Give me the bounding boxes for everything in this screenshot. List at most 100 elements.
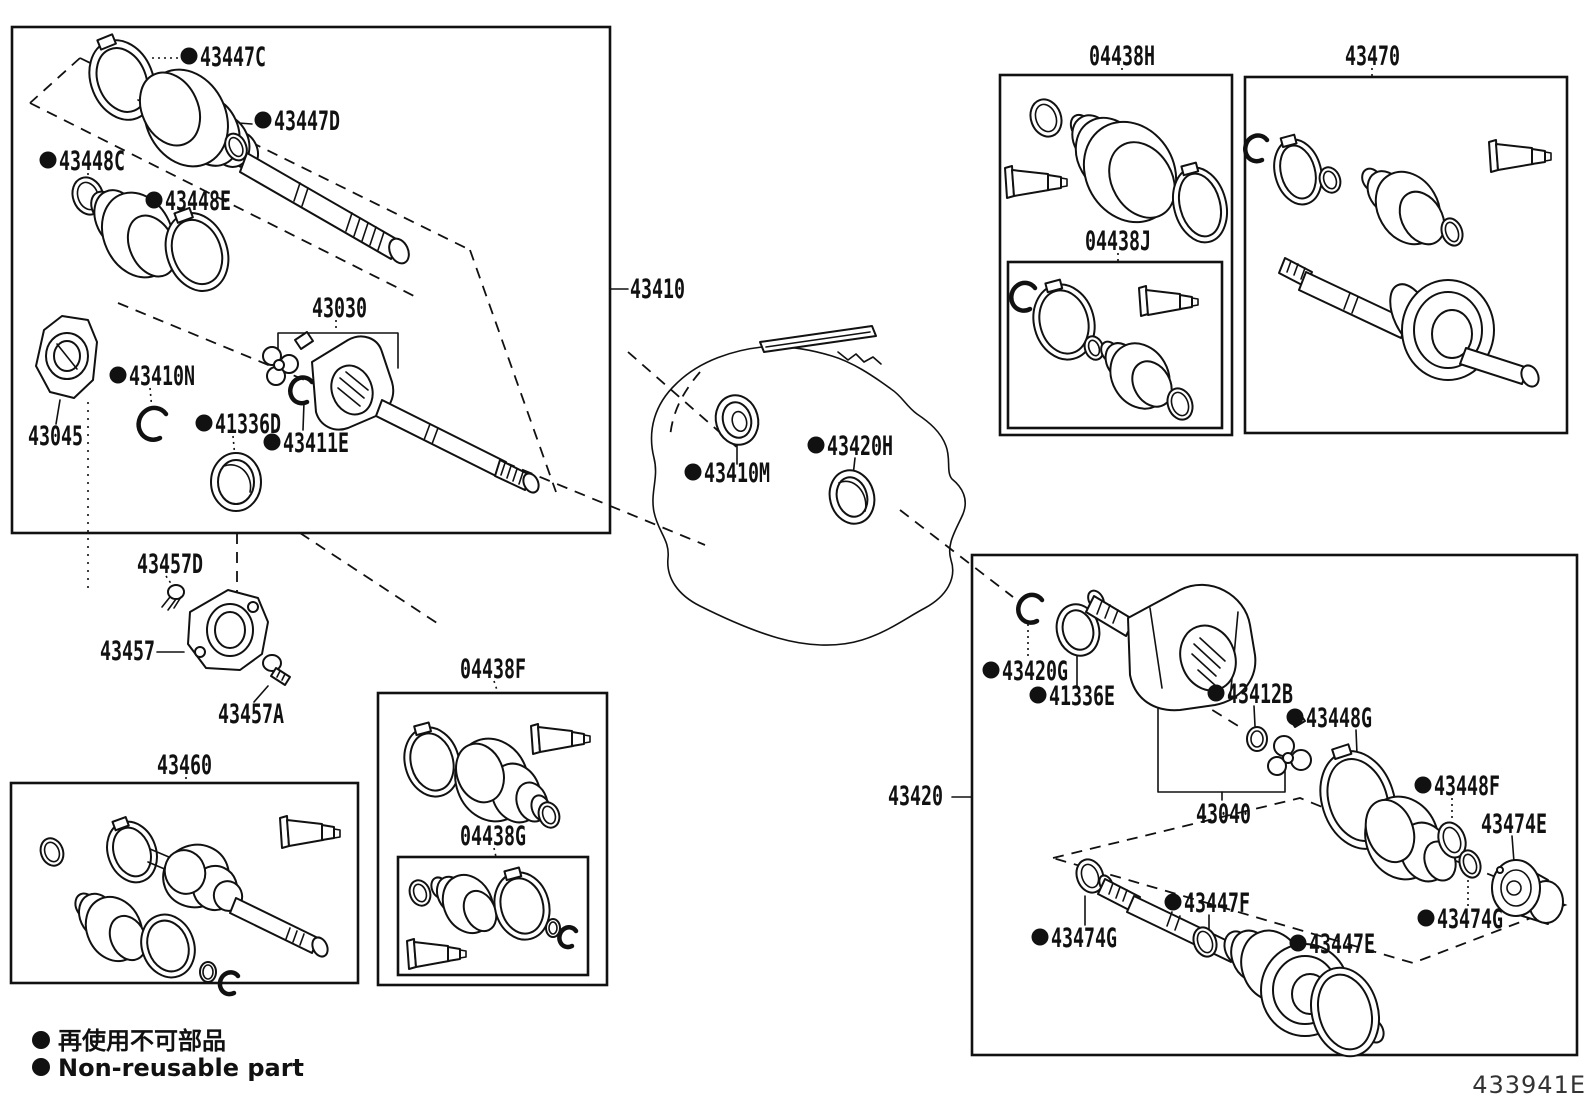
- part-number-text: 43040: [1196, 799, 1251, 830]
- part-number-text: 43457: [100, 636, 155, 667]
- part-label-43412B: 43412B: [1207, 679, 1293, 710]
- inboard-joint-icon: [311, 335, 540, 494]
- non-reusable-bullet-icon: [1289, 934, 1307, 952]
- non-reusable-bullet-icon: [1207, 684, 1225, 702]
- kit-boxes: [9, 25, 1579, 1057]
- small-clamp-icon: [1075, 858, 1105, 894]
- part-label-43045: 43045: [28, 421, 83, 452]
- part-number-text: 43448F: [1434, 771, 1500, 802]
- part-label-43410N: 43410N: [109, 361, 195, 392]
- part-number-text: 04438F: [460, 654, 526, 685]
- part-labels: 43447C43447D43448C43448E4303043410N41336…: [28, 41, 1547, 960]
- part-label-43447C: 43447C: [180, 42, 266, 73]
- boot-icon: [1069, 113, 1178, 224]
- outboard-joint-shaft-icon: [1278, 257, 1540, 388]
- snap-ring-icon: [557, 925, 579, 950]
- box-04438F: [376, 691, 609, 987]
- small-ring-icon: [1318, 166, 1342, 194]
- non-reusable-bullet-icon: [263, 433, 281, 451]
- driveshaft-43460-assembly: [39, 815, 341, 997]
- part-number-text: 43470: [1345, 41, 1400, 72]
- oil-seal-icon: [714, 394, 760, 446]
- transaxle-outline: [650, 325, 967, 646]
- part-label-43448F: 43448F: [1414, 771, 1500, 802]
- non-reusable-bullet-icon: [1414, 776, 1432, 794]
- non-reusable-bullet-icon: [1164, 893, 1182, 911]
- boot-kit-04438F: [403, 721, 591, 829]
- non-reusable-bullet-icon: [109, 366, 127, 384]
- box-driveshaft-43410: [10, 25, 612, 535]
- legend-text-jp: 再使用不可部品: [58, 1027, 226, 1055]
- part-number-text: 43410N: [129, 361, 195, 392]
- small-boot-icon: [74, 892, 148, 963]
- grease-tube-icon: [1004, 165, 1068, 199]
- shaft-bracket-group: [161, 584, 291, 686]
- part-number-text: 04438G: [460, 821, 526, 852]
- part-label-43447F: 43447F: [1164, 888, 1250, 919]
- grease-tube-icon: [1488, 139, 1552, 173]
- small-clamp-icon: [1458, 849, 1482, 879]
- part-number-text: 43457A: [218, 699, 284, 730]
- part-number-text: 43474E: [1481, 809, 1547, 840]
- grease-tube-icon: [279, 815, 341, 849]
- inner-boot-clamp-large-icon: [164, 206, 230, 292]
- part-number-text: 43448E: [165, 186, 231, 217]
- small-ring-icon: [1083, 335, 1105, 361]
- box-43470: [1243, 75, 1569, 435]
- non-reusable-bullet-icon: [180, 47, 198, 65]
- part-number-text: 43420: [888, 781, 943, 812]
- joint-cover-icon: [1491, 859, 1564, 925]
- boot-kit-04438G: [406, 866, 579, 970]
- legend: 再使用不可部品 Non-reusable part: [32, 1027, 304, 1082]
- part-label-43447E: 43447E: [1289, 929, 1375, 960]
- bearing-bracket-icon: [35, 315, 98, 399]
- part-label-43448C: 43448C: [39, 146, 125, 177]
- part-label-04438F: 04438F: [460, 654, 526, 685]
- small-clamp-icon: [1440, 217, 1464, 247]
- box-04438H: [998, 73, 1234, 437]
- part-label-43474G-left: 43474G: [1031, 923, 1117, 954]
- snap-ring-icon: [1016, 592, 1045, 625]
- box-43460: [9, 781, 360, 985]
- boot-icon: [1361, 167, 1446, 246]
- non-reusable-bullet-icon: [684, 463, 702, 481]
- part-number-text: 43420H: [827, 431, 893, 462]
- part-label-43040: 43040: [1196, 799, 1251, 830]
- snap-ring-icon: [136, 405, 169, 442]
- part-label-43474E: 43474E: [1481, 809, 1547, 840]
- boot-clamp-large-icon: [1032, 278, 1096, 361]
- non-reusable-bullet-icon: [145, 191, 163, 209]
- small-ring-icon: [199, 961, 217, 983]
- non-reusable-bullet-icon: [807, 436, 825, 454]
- non-reusable-bullet-icon: [195, 414, 213, 432]
- small-clamp-icon: [1029, 98, 1063, 138]
- boot-clamp-large-icon: [106, 816, 158, 884]
- inboard-joint-icon: [1085, 584, 1257, 712]
- box-driveshaft-43420: [970, 553, 1579, 1057]
- non-reusable-bullet-icon: [1029, 686, 1047, 704]
- boot-icon: [454, 737, 552, 824]
- part-label-43420: 43420: [888, 781, 943, 812]
- part-label-43448E: 43448E: [145, 186, 231, 217]
- boot-kit-04438J: [1009, 278, 1199, 421]
- part-number-text: 43420G: [1002, 656, 1068, 687]
- boot-icon: [1100, 340, 1173, 410]
- part-number-text: 43410M: [704, 458, 770, 489]
- boot-kit-04438H: [1004, 98, 1228, 244]
- non-reusable-bullet-icon: [39, 151, 57, 169]
- snap-ring-small-icon: [288, 375, 315, 406]
- boot-clamp-icon: [140, 913, 196, 979]
- non-reusable-bullet-icon: [982, 661, 1000, 679]
- part-number-text: 43447C: [200, 42, 266, 73]
- part-label-43447D: 43447D: [254, 106, 340, 137]
- part-number-text: 43410: [630, 274, 685, 305]
- part-label-43411E: 43411E: [263, 428, 349, 459]
- part-label-43460: 43460: [157, 750, 212, 781]
- grease-tube-icon: [406, 938, 467, 970]
- part-label-43410M: 43410M: [684, 458, 770, 489]
- grease-tube-icon: [1138, 285, 1199, 317]
- oil-seal-icon: [828, 469, 876, 525]
- center-bearing-bracket-icon: [187, 589, 269, 671]
